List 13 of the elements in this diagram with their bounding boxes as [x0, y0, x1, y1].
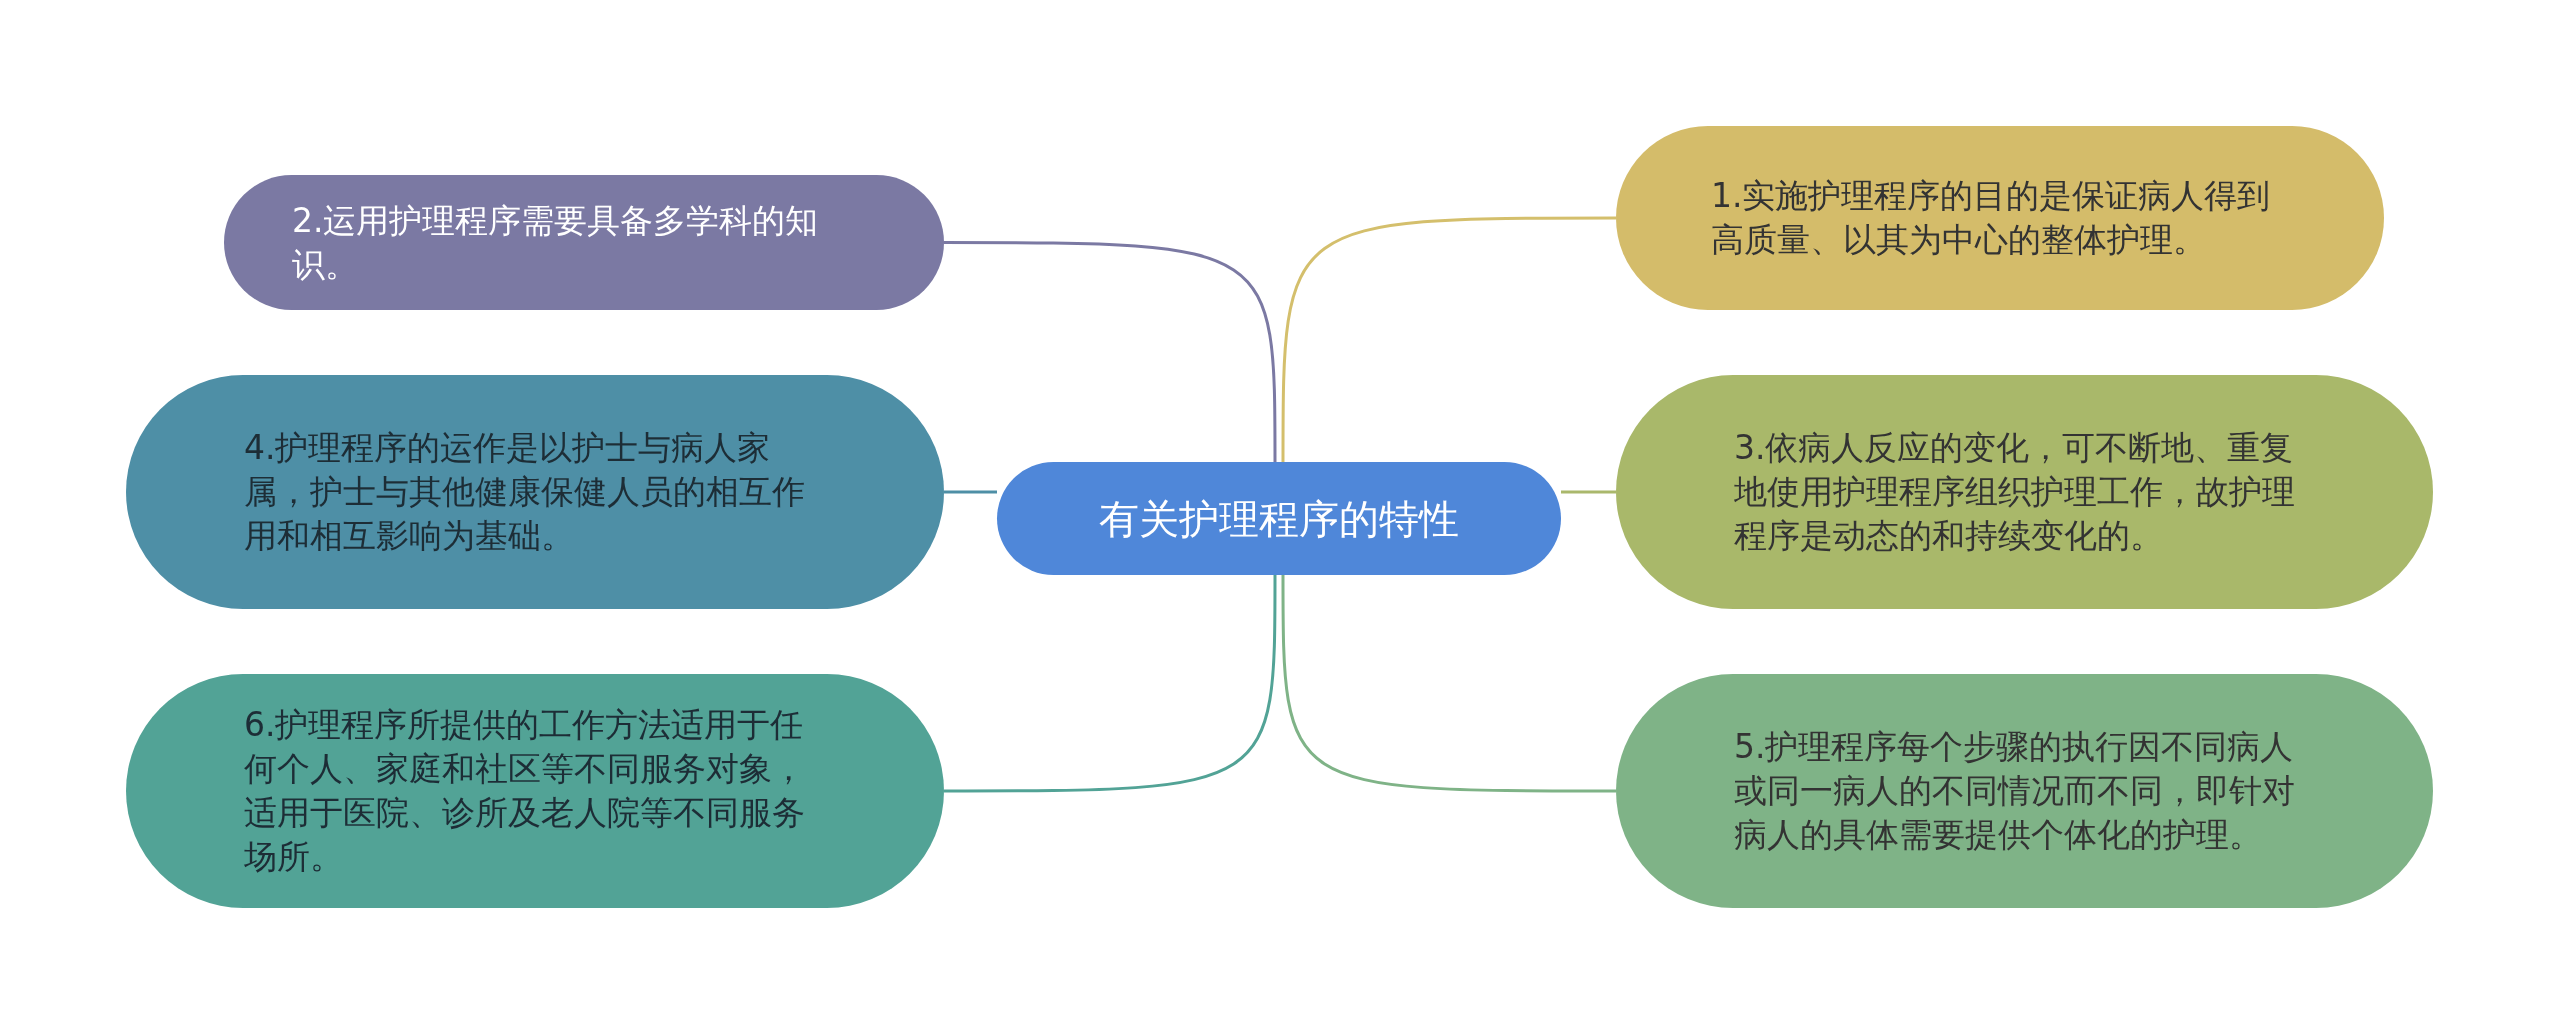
topic-text: 2.运用护理程序需要具备多学科的知识。 — [292, 199, 820, 286]
connector — [1281, 216, 1616, 462]
connector — [944, 241, 1277, 462]
topic-text: 5.护理程序每个步骤的执行因不同病人或同一病人的不同情况而不同，即针对病人的具体需要提供个体化的护理。 — [1734, 726, 2296, 856]
topic-text: 6.护理程序所提供的工作方法适用于任何个人、家庭和社区等不同服务对象，适用于医院、诊所及老人院等不同服务场所。 — [244, 704, 806, 878]
topic-title: 有关护理程序的特性 — [1099, 496, 1459, 541]
topic-text: 4.护理程序的运作是以护士与病人家属，护士与其他健康保健人员的相互作用和相互影响为基础。 — [244, 427, 806, 557]
topic-text: 1.实施护理程序的目的是保证病人得到高质量、以其为中心的整体护理。 — [1711, 175, 2272, 261]
connector — [1281, 575, 1616, 793]
connector — [1561, 490, 1616, 494]
connector — [944, 575, 1277, 793]
connector — [944, 490, 997, 494]
topic-text: 3.依病人反应的变化，可不断地、重复地使用护理程序组织护理工作，故护理程序是动态的和持续变化的。 — [1734, 427, 2296, 557]
